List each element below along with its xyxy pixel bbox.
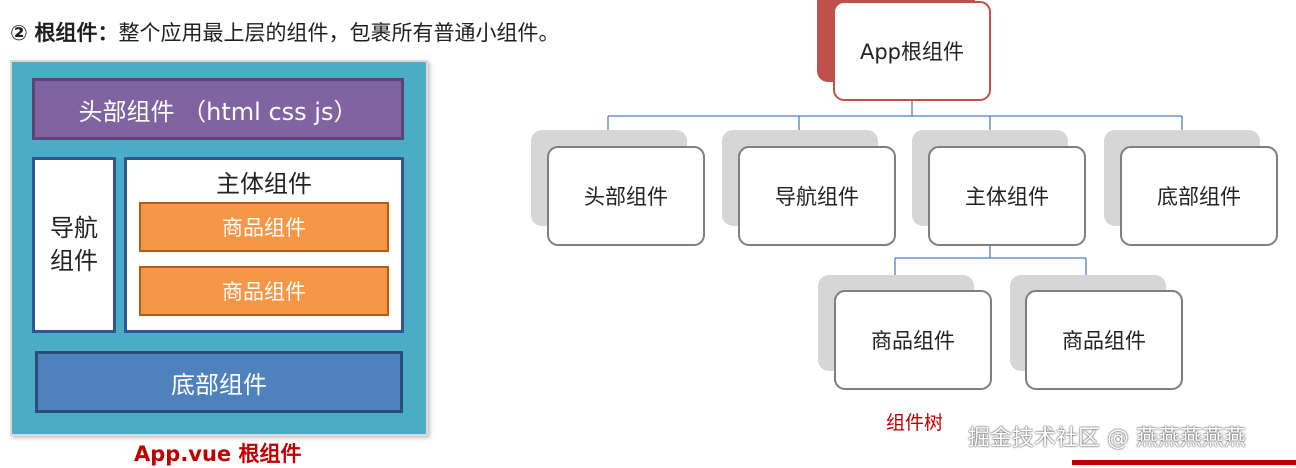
footer-component-label: 底部组件 [171,370,267,399]
product-component-block-2: 商品组件 [139,266,389,316]
bottom-accent-bar [1072,460,1296,465]
watermark-text: 掘金技术社区 @ 燕燕燕燕燕 [968,426,1246,451]
product-component-block-1: 商品组件 [139,202,389,252]
app-layout-diagram: 头部组件 （html css js） 导航 组件 主体组件 商品组件 商品组件 … [10,60,428,436]
main-component-title: 主体组件 [216,170,312,198]
tree-child-label-4: 底部组件 [1157,185,1241,209]
tree-grandchild-product-1: 商品组件 [834,290,992,390]
slide-heading: ② 根组件：整个应用最上层的组件，包裹所有普通小组件。 [10,16,559,50]
component-tree-caption: 组件树 [886,412,944,434]
main-component-block: 主体组件 商品组件 商品组件 [124,157,404,333]
header-component-block: 头部组件 （html css js） [32,78,404,140]
tree-child-label-1: 头部组件 [584,185,668,209]
tree-child-main: 主体组件 [928,146,1086,246]
footer-component-block: 底部组件 [35,351,403,413]
app-vue-caption: App.vue 根组件 [134,442,302,466]
tree-grandchild-label-2: 商品组件 [1062,329,1146,353]
tree-child-header: 头部组件 [547,146,705,246]
tree-grandchild-label-1: 商品组件 [871,329,955,353]
heading-title: 根组件： [34,21,119,45]
product-label-1: 商品组件 [222,216,306,240]
tree-root-label: App根组件 [859,40,965,64]
heading-description: 整个应用最上层的组件，包裹所有普通小组件。 [118,21,560,45]
header-component-label: 头部组件 （html css js） [78,97,358,126]
tree-child-label-3: 主体组件 [965,185,1049,209]
nav-label-line2: 组件 [50,247,98,275]
tree-child-footer: 底部组件 [1120,146,1278,246]
product-label-2: 商品组件 [222,280,306,304]
nav-component-block: 导航 组件 [32,157,116,333]
tree-child-label-2: 导航组件 [775,185,859,209]
tree-grandchild-product-2: 商品组件 [1025,290,1183,390]
tree-child-nav: 导航组件 [738,146,896,246]
circled-two-marker: ② [10,21,28,45]
nav-label-line1: 导航 [50,214,98,242]
tree-root-node: App根组件 [833,1,991,101]
